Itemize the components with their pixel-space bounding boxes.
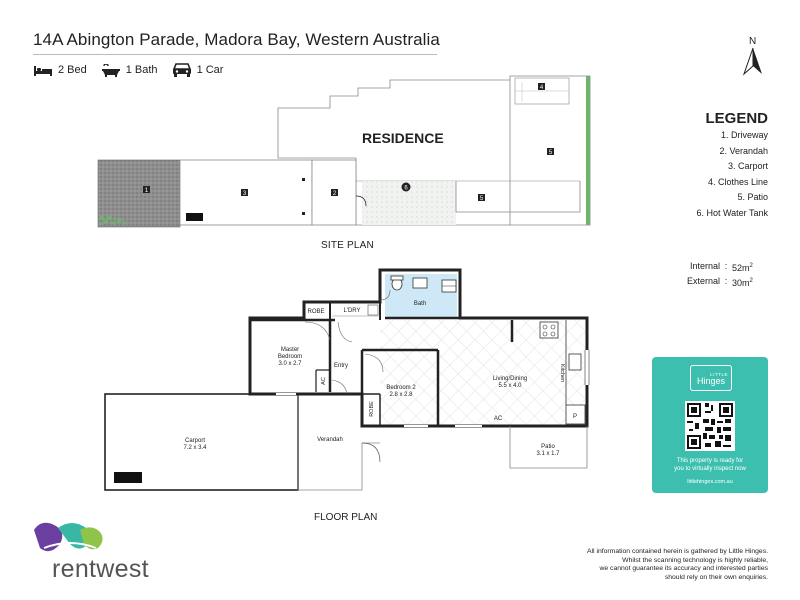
site-markers: 1 2 3 4 5 6 5 (143, 83, 554, 202)
legend-list: 1. Driveway 2. Verandah 3. Carport 4. Cl… (640, 128, 768, 222)
area-external-label: External (686, 276, 720, 286)
room-master-name2: Bedroom (278, 354, 302, 360)
brand-name: rentwest (52, 555, 149, 583)
legend-title: LEGEND (705, 110, 768, 127)
room-patio-name: Patio (541, 444, 555, 450)
room-master-dims: 3.0 x 2.7 (278, 361, 302, 367)
patio-area (509, 426, 588, 469)
bed-icon (34, 65, 52, 76)
floor-plan: ROBE L'DRY Bath Master Bedroom 3.0 x 2.7… (104, 268, 590, 491)
area-separator: : (724, 261, 728, 271)
north-arrow-icon: N (742, 36, 762, 76)
feature-bath: 1 Bath (101, 63, 158, 77)
area-external: External : 30m2 (640, 275, 768, 290)
feature-bed: 2 Bed (33, 64, 87, 77)
car-icon (172, 63, 191, 77)
room-robe-side: ROBE (369, 401, 375, 417)
room-ac-living: AC (494, 416, 503, 422)
property-address: 14A Abington Parade, Madora Bay, Western… (33, 30, 440, 49)
feature-bath-label: 1 Bath (125, 64, 158, 76)
area-internal-label: Internal (689, 261, 720, 271)
area-internal: Internal : 52m2 (640, 260, 768, 275)
marker-6: 6 (404, 186, 408, 192)
room-bed2-name: Bedroom 2 (386, 385, 416, 391)
marker-5b: 5 (480, 196, 484, 202)
site-driveway (97, 159, 181, 228)
area-summary: Internal : 52m2 External : 30m2 (640, 260, 768, 290)
room-ac-left: AC (321, 377, 327, 385)
room-living-name: Living/Dining (493, 376, 527, 382)
room-entry: Entry (334, 363, 348, 369)
feature-bed-label: 2 Bed (58, 64, 87, 76)
little-hinges-logo: LITTLE Hinges (690, 365, 732, 391)
room-verandah: Verandah (317, 437, 343, 443)
room-bed2-dims: 2.8 x 2.8 (389, 392, 413, 398)
legend-item: 2. Verandah (719, 145, 768, 156)
room-pantry: P (573, 414, 577, 420)
property-features: 2 Bed 1 Bath 1 Car (33, 61, 237, 79)
legend-item: 1. Driveway (720, 130, 768, 140)
marker-4: 4 (540, 85, 544, 91)
room-patio-dims: 3.1 x 1.7 (536, 451, 560, 457)
virtual-tour-url[interactable]: littlehinges.com.au (687, 479, 733, 485)
header-divider (33, 54, 437, 55)
area-external-value: 30m2 (732, 278, 753, 288)
virtual-tour-text: This property is ready for you to virtua… (674, 458, 746, 472)
legend-item: 5. Patio (737, 192, 768, 203)
bath-icon (101, 63, 120, 77)
virtual-tour-card[interactable]: LITTLE Hinges This property is ready for… (652, 357, 768, 493)
marker-3: 3 (243, 191, 247, 197)
room-master-name: Master (281, 347, 299, 353)
site-plan: 1 2 3 4 5 6 5 RESIDENCE (97, 75, 591, 228)
marker-2: 2 (333, 191, 337, 197)
room-robe-top: ROBE (307, 309, 324, 315)
legend-item: 3. Carport (727, 161, 768, 172)
room-bath: Bath (414, 301, 426, 307)
room-laundry: L'DRY (343, 308, 360, 314)
room-living-dims: 5.5 x 4.0 (498, 383, 522, 389)
area-separator: : (724, 276, 728, 286)
marker-1: 1 (145, 188, 149, 194)
site-garden-edge (586, 76, 590, 225)
residence-label: RESIDENCE (362, 130, 444, 146)
site-plan-caption: SITE PLAN (321, 240, 374, 251)
qr-code-icon[interactable] (685, 401, 735, 451)
room-kitchen: Kitchen (559, 364, 565, 382)
legend-item: 6. Hot Water Tank (696, 207, 768, 218)
verandah-room (297, 394, 363, 491)
rentwest-logo-icon (34, 522, 103, 552)
floor-plan-caption: FLOOR PLAN (314, 512, 377, 523)
disclaimer: All information contained herein is gath… (587, 548, 768, 581)
feature-car-label: 1 Car (196, 64, 224, 76)
area-internal-value: 52m2 (732, 263, 753, 273)
north-label: N (749, 36, 756, 47)
legend-item: 4. Clothes Line (707, 176, 768, 187)
room-carport-dims: 7.2 x 3.4 (183, 445, 207, 451)
feature-car: 1 Car (172, 63, 224, 77)
room-carport-name: Carport (185, 438, 205, 444)
marker-5: 5 (549, 150, 553, 156)
